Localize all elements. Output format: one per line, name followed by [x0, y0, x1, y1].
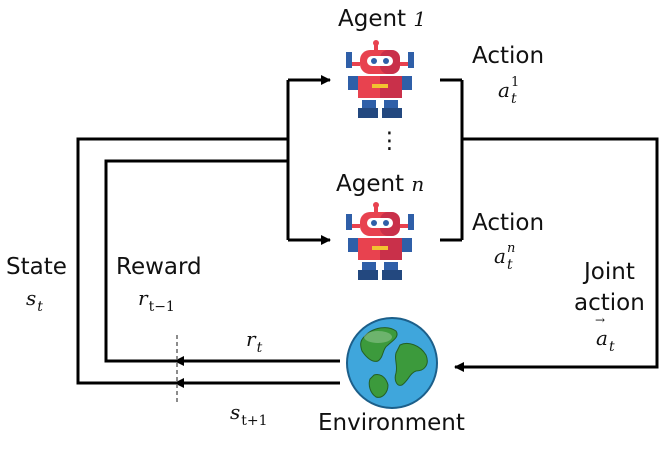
- joint-action-label-line2: action: [574, 290, 645, 316]
- joint-action-base-wrap: →a: [595, 313, 608, 350]
- agent-1-index: 1: [413, 7, 427, 31]
- joint-action-base: a: [596, 326, 608, 350]
- agent-1-label: Agent 1: [338, 6, 426, 32]
- robot-icon: [346, 202, 414, 280]
- state-symbol-subscript: t: [37, 299, 43, 315]
- action-n-superscript: n: [506, 241, 516, 256]
- state-symbol-base: s: [26, 286, 37, 310]
- joint-action-symbol: →at: [595, 313, 615, 355]
- globe-icon: [346, 317, 438, 409]
- next-state-subscript: t+1: [241, 413, 268, 429]
- environment-label: Environment: [318, 410, 465, 436]
- agent-n-name: Agent: [336, 171, 405, 197]
- action-n-subscript: t: [506, 257, 513, 273]
- joint-action-subscript: t: [608, 339, 615, 355]
- reward-symbol-subscript: t−1: [148, 299, 175, 315]
- reward-arrow-subscript: t: [256, 340, 263, 356]
- reward-symbol-base: r: [138, 286, 148, 310]
- reward-arrow-base: r: [246, 327, 256, 351]
- agent-1-name: Agent: [338, 6, 407, 32]
- reward-symbol: rt−1: [138, 286, 175, 315]
- reward-arrow-symbol: rt: [246, 327, 262, 356]
- action-1-superscript: 1: [510, 75, 520, 90]
- joint-action-label-line1: Joint: [584, 259, 635, 285]
- ellipsis: ⋮: [378, 128, 401, 154]
- robot-icon: [346, 40, 414, 118]
- joint-action-vector-mark: →: [595, 313, 606, 327]
- action-1-base: a: [498, 78, 510, 102]
- next-state-base: s: [230, 400, 241, 424]
- state-symbol: st: [26, 286, 43, 315]
- action-1-label: Action: [472, 43, 545, 69]
- state-label: State: [6, 254, 67, 280]
- agent-n-index: n: [411, 172, 425, 196]
- action-n-base: a: [494, 244, 506, 268]
- agent-n-label: Agent n: [336, 171, 424, 197]
- action-1-subscript: t: [510, 91, 517, 107]
- next-state-symbol: st+1: [230, 400, 268, 429]
- joint-action-line: [454, 137, 659, 372]
- action-n-label: Action: [472, 210, 545, 236]
- reward-label: Reward: [116, 254, 202, 280]
